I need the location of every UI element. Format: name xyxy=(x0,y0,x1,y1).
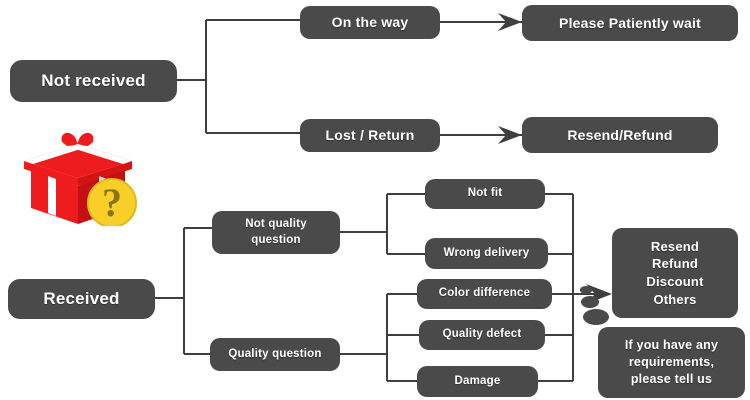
node-lost-return[interactable]: Lost / Return xyxy=(300,119,440,152)
node-requirements-line3: please tell us xyxy=(630,371,713,386)
node-not-quality-question-line1: Not quality xyxy=(245,217,307,230)
node-on-the-way[interactable]: On the way xyxy=(300,6,440,39)
node-received[interactable]: Received xyxy=(8,279,155,319)
node-damage[interactable]: Damage xyxy=(417,366,538,397)
node-requirements-line2: requirements, xyxy=(628,355,715,370)
node-outcomes-line2: Refund xyxy=(652,256,698,272)
node-outcomes[interactable]: Resend Refund Discount Others xyxy=(612,228,738,318)
node-please-patiently-wait[interactable]: Please Patiently wait xyxy=(522,5,738,41)
node-outcomes-line3: Discount xyxy=(646,274,704,289)
node-wrong-delivery[interactable]: Wrong delivery xyxy=(425,238,548,269)
node-not-quality-question[interactable]: Not quality question xyxy=(212,211,340,254)
node-not-fit[interactable]: Not fit xyxy=(425,179,545,209)
node-quality-defect[interactable]: Quality defect xyxy=(419,320,545,350)
node-not-received[interactable]: Not received xyxy=(10,60,177,102)
node-requirements[interactable]: If you have any requirements, please tel… xyxy=(598,327,745,398)
node-color-difference[interactable]: Color difference xyxy=(417,279,552,309)
node-quality-question[interactable]: Quality question xyxy=(210,338,340,371)
speech-bubble-dots-icon xyxy=(580,286,609,325)
node-not-quality-question-line2: question xyxy=(251,233,301,246)
node-resend-refund[interactable]: Resend/Refund xyxy=(522,117,718,153)
node-requirements-line1: If you have any xyxy=(624,338,719,353)
gift-box-icon: ? xyxy=(24,132,137,226)
question-mark-icon: ? xyxy=(102,180,122,225)
node-outcomes-line4: Others xyxy=(653,291,697,307)
node-outcomes-line1: Resend xyxy=(650,238,700,254)
